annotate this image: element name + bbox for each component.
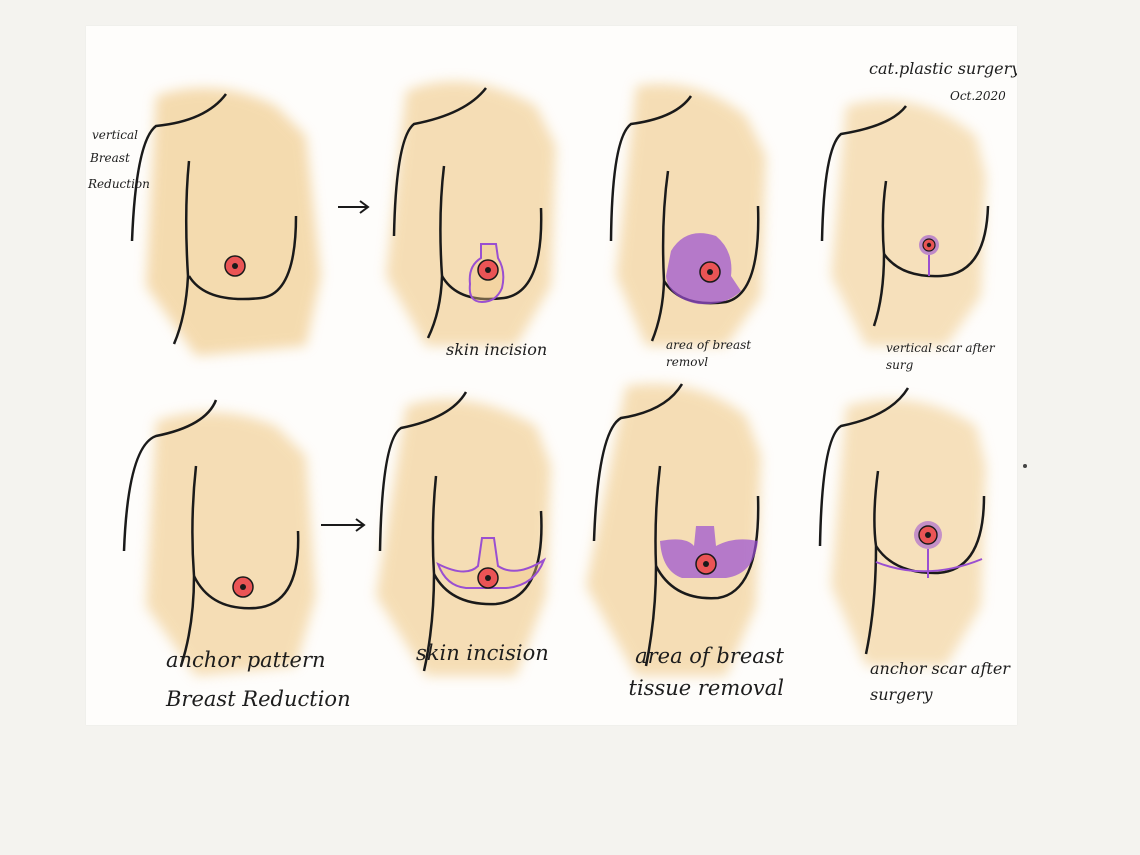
row2-caption-scar: anchor scar after surgery [870, 659, 1010, 704]
row1-caption-skin-incision: skin incision [446, 340, 548, 359]
row1-before-figure [130, 88, 321, 356]
row1-caption-scar: vertical scar after surg [886, 341, 995, 372]
row2-removal-area [660, 526, 758, 578]
row1-title-line-1: vertical [92, 128, 138, 142]
stray-dot [1023, 464, 1027, 468]
row2-caption-skin-incision: skin incision [416, 641, 549, 665]
row2-title-line-1: anchor pattern [166, 648, 326, 672]
row2-caption-removal: area of breast tissue removal [628, 644, 784, 700]
row2-title-line-2: Breast Reduction [166, 687, 351, 711]
date-label: Oct.2020 [950, 89, 1006, 103]
drawing-sheet: cat.plastic surgery Oct.2020 vertical Br… [86, 26, 1017, 725]
row1-caption-removal: area of breast removl [666, 338, 752, 369]
row1-scar-figure [820, 100, 990, 347]
row1-title-line-3: Reduction [88, 177, 150, 191]
row2-scar-figure [818, 387, 986, 666]
brand-label: cat.plastic surgery [869, 59, 1017, 78]
row2-right-arrow-icon [321, 518, 366, 532]
row2-removal-figure [586, 383, 761, 676]
row2-before-figure [122, 399, 316, 676]
row2-incision-figure [376, 391, 551, 676]
illustration [122, 81, 990, 676]
row2-incision-line [436, 537, 547, 589]
row1-right-arrow-icon [338, 200, 370, 214]
row1-removal-figure [609, 84, 766, 346]
row1-title-line-2: Breast [90, 151, 130, 165]
row1-incision-figure [386, 81, 556, 346]
